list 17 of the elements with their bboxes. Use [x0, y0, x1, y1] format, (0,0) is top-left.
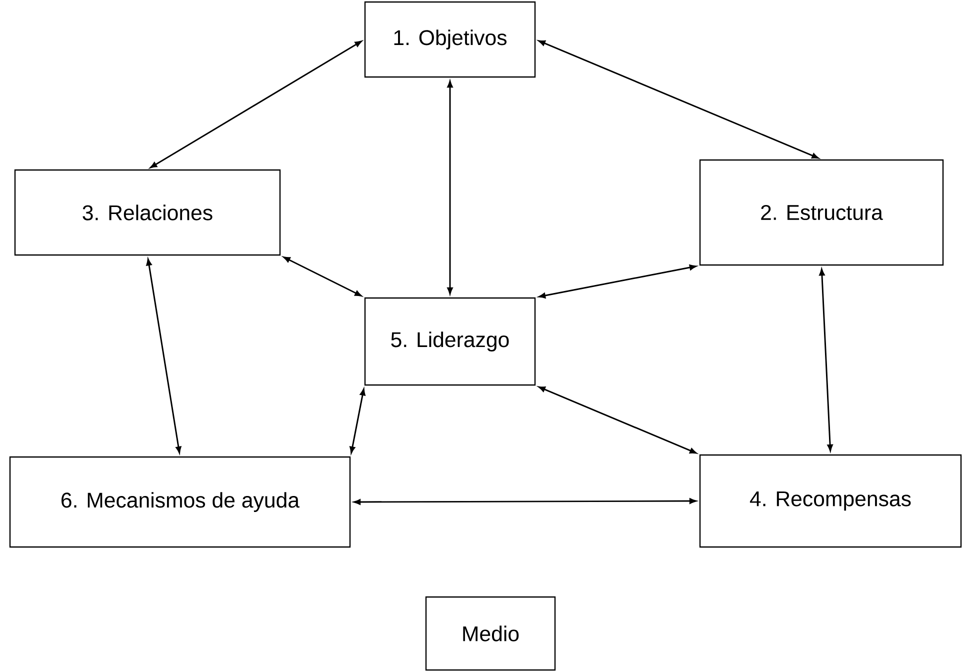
box: Medio	[425, 596, 556, 671]
arrow	[350, 388, 366, 454]
arrow	[538, 40, 819, 159]
arrow	[447, 80, 453, 294]
arrow	[146, 258, 182, 454]
box: 6. Mecanismos de ayuda	[9, 456, 351, 548]
box: 4. Recompensas	[699, 454, 962, 548]
box: 2. Estructura	[699, 159, 944, 266]
arrow	[283, 256, 362, 296]
box: 1. Objetivos	[364, 1, 536, 78]
box: 5. Liderazgo	[364, 297, 536, 386]
arrow	[819, 268, 833, 452]
arrow	[354, 498, 696, 505]
arrow	[538, 386, 697, 454]
arrow	[538, 264, 696, 298]
box: 3. Relaciones	[14, 169, 281, 256]
arrow	[150, 40, 362, 168]
